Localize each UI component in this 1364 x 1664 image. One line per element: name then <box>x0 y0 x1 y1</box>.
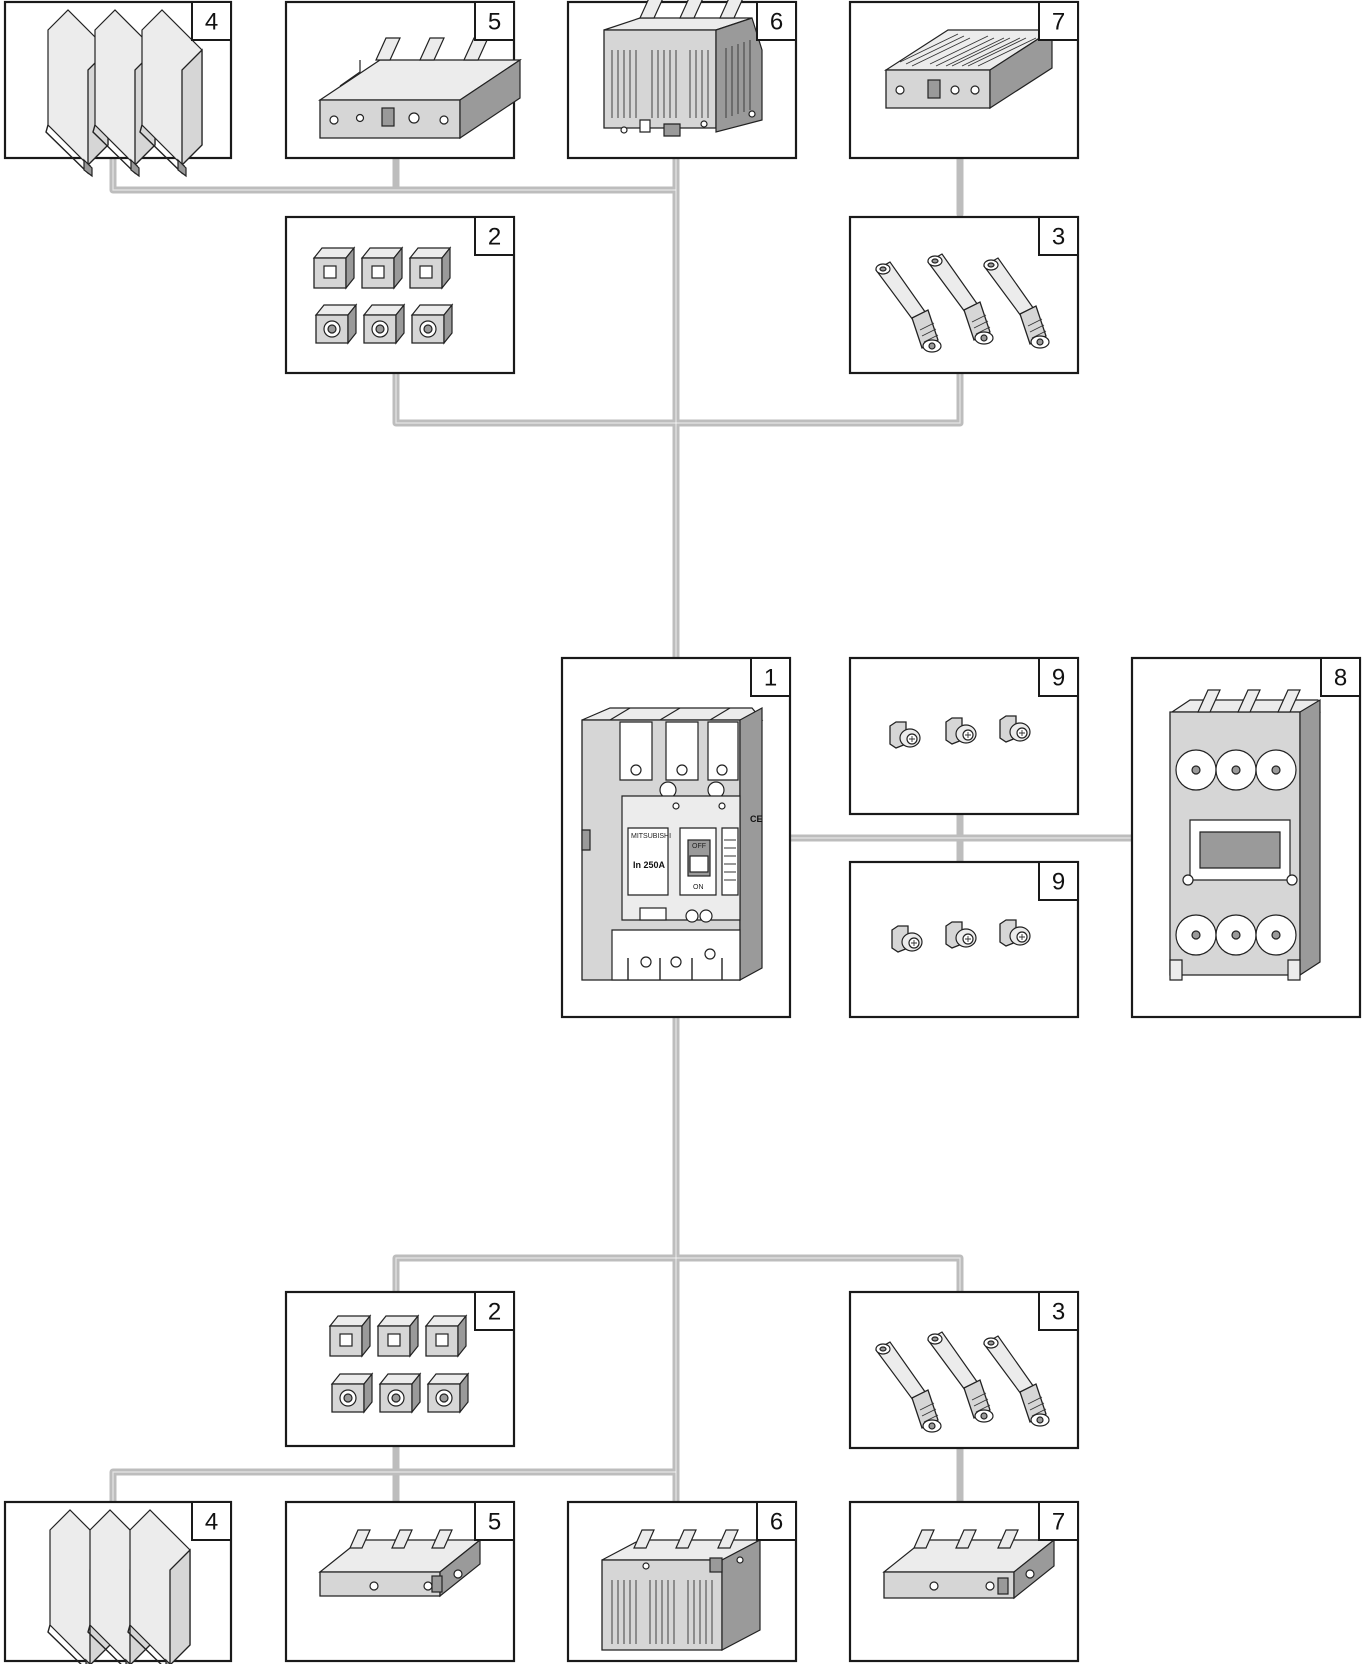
box-number: 3 <box>1052 224 1065 251</box>
box-number: 9 <box>1052 869 1065 896</box>
component-box-6-top[interactable]: 6 <box>568 0 796 158</box>
circuit-breaker-icon: MITSUBISHI In 250A OFF ON CE <box>582 708 763 980</box>
component-box-7-bottom[interactable]: 7 <box>850 1502 1078 1661</box>
component-box-5-bottom[interactable]: 5 <box>286 1502 514 1661</box>
component-box-3-bottom[interactable]: 3 <box>850 1292 1078 1448</box>
component-box-3-top[interactable]: 3 <box>850 217 1078 373</box>
breaker-brand-text: MITSUBISHI <box>631 833 671 840</box>
box-number: 2 <box>488 1299 501 1326</box>
insulating-barriers-icon <box>48 1510 190 1664</box>
box-number: 7 <box>1052 1509 1065 1536</box>
plug-in-base-icon <box>1170 690 1320 980</box>
box-number: 6 <box>770 9 783 36</box>
box-number: 5 <box>488 1509 501 1536</box>
component-box-6-bottom[interactable]: 6 <box>568 1502 796 1661</box>
component-box-4-bottom[interactable]: 4 <box>5 1502 231 1664</box>
box-number: 4 <box>205 9 218 36</box>
box-number: 2 <box>488 224 501 251</box>
component-box-9-lower[interactable]: 9 <box>850 862 1078 1017</box>
component-box-4-top[interactable]: 4 <box>5 2 231 176</box>
component-box-2-top[interactable]: 2 <box>286 217 514 373</box>
breaker-off-label: OFF <box>692 843 706 850</box>
box-number: 6 <box>770 1509 783 1536</box>
component-box-9-upper[interactable]: 9 <box>850 658 1078 814</box>
box-number: 9 <box>1052 665 1065 692</box>
box-number: 3 <box>1052 1299 1065 1326</box>
component-box-1-main[interactable]: MITSUBISHI In 250A OFF ON CE 1 <box>562 658 790 1017</box>
component-box-5-top[interactable]: 5 <box>286 2 520 158</box>
box-number: 7 <box>1052 9 1065 36</box>
box-number: 5 <box>488 9 501 36</box>
component-box-2-bottom[interactable]: 2 <box>286 1292 514 1446</box>
terminal-cover-long-icon <box>602 1530 760 1650</box>
box-number: 8 <box>1334 665 1347 692</box>
component-box-7-top[interactable]: 7 <box>850 2 1078 158</box>
component-box-8[interactable]: 8 <box>1132 658 1360 1017</box>
breaker-on-label: ON <box>693 884 704 891</box>
box-number: 1 <box>764 665 777 692</box>
breaker-rating-text: In 250A <box>633 860 666 870</box>
ce-mark: CE <box>750 814 763 824</box>
box-number: 4 <box>205 1509 218 1536</box>
